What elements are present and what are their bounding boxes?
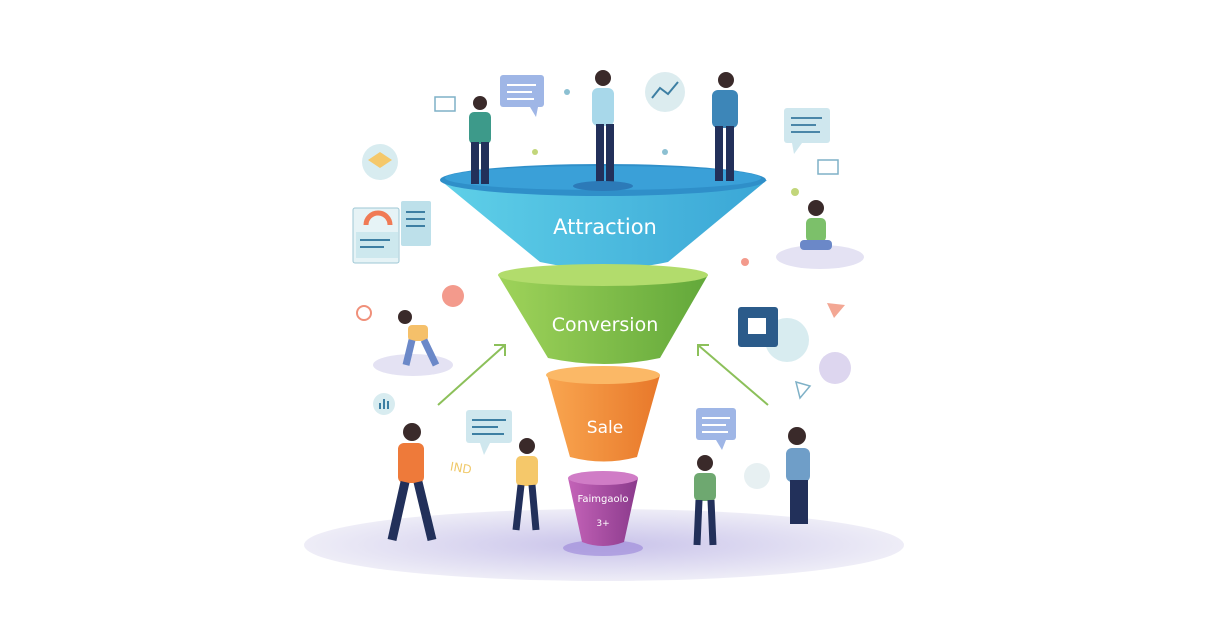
funnel-stage-sale: Sale bbox=[546, 366, 660, 462]
person-figure bbox=[800, 200, 832, 250]
mail-icon bbox=[434, 96, 456, 112]
award-icon bbox=[356, 305, 372, 321]
chat-bubble-icon bbox=[466, 410, 512, 455]
arrow-icon bbox=[697, 344, 769, 406]
mail-icon bbox=[817, 159, 839, 175]
chat-bubble-icon bbox=[784, 108, 830, 154]
stage-label-bottom: Faimgaolo bbox=[578, 494, 629, 505]
star-icon bbox=[532, 89, 799, 266]
person-figure bbox=[573, 70, 633, 191]
stage-label-attraction: Attraction bbox=[553, 215, 657, 239]
stage-label-conversion: Conversion bbox=[552, 314, 659, 336]
heart-icon bbox=[442, 285, 464, 307]
funnel-stage-bottom: Faimgaolo 3+ bbox=[563, 471, 643, 556]
cloud-icon bbox=[776, 245, 864, 269]
person-icon bbox=[744, 463, 770, 489]
person-figure bbox=[398, 310, 440, 367]
person-figure bbox=[387, 423, 437, 542]
scribble-text: IND bbox=[449, 459, 473, 477]
arrow-icon bbox=[437, 344, 506, 406]
stage-label-sale: Sale bbox=[587, 418, 623, 438]
person-figure bbox=[693, 455, 717, 546]
funnel-stage-conversion: Conversion bbox=[498, 264, 708, 364]
triangle-icon bbox=[827, 303, 845, 318]
stage-sublabel-bottom: 3+ bbox=[596, 519, 609, 529]
person-figure bbox=[712, 72, 738, 181]
sticker-icon bbox=[819, 352, 851, 384]
cloud-icon bbox=[373, 354, 453, 376]
chat-bubble-icon bbox=[696, 408, 736, 450]
person-figure bbox=[786, 427, 810, 524]
document-icon bbox=[352, 201, 431, 264]
send-icon bbox=[794, 380, 812, 400]
person-figure bbox=[512, 438, 540, 531]
person-figure bbox=[469, 96, 491, 184]
chat-bubble-icon bbox=[500, 75, 544, 117]
